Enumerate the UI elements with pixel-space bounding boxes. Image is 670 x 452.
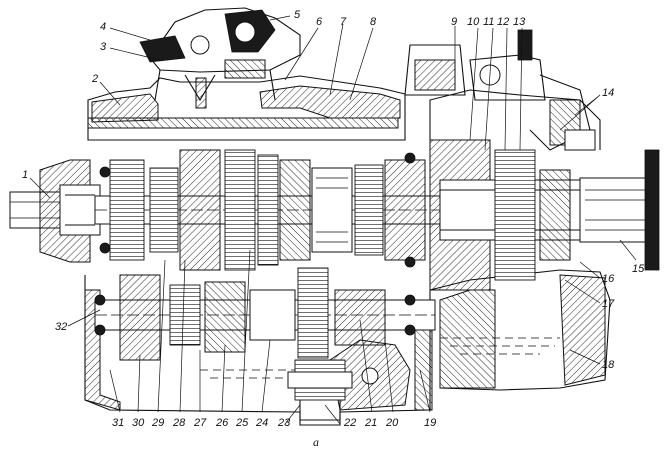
callout-6: 6 (316, 16, 323, 28)
callout-19: 19 (424, 417, 436, 429)
shift-mechanism (139, 7, 301, 109)
callout-1: 1 (22, 169, 28, 181)
figure-caption: а (313, 435, 319, 449)
main-shaft (94, 149, 546, 271)
callout-14: 14 (602, 87, 614, 99)
callout-12: 12 (497, 16, 509, 28)
callout-24: 24 (255, 417, 268, 429)
callout-13: 13 (513, 16, 526, 28)
callout-2: 2 (91, 73, 98, 85)
callout-28: 28 (172, 417, 186, 429)
countershaft (94, 267, 436, 426)
callout-29: 29 (151, 417, 164, 429)
callout-labels: 1 2 3 4 5 6 7 8 9 10 11 12 13 14 15 16 1… (22, 9, 645, 449)
callout-15: 15 (632, 263, 645, 275)
callout-17: 17 (602, 298, 615, 310)
callout-31: 31 (112, 417, 124, 429)
rear-section (404, 29, 660, 291)
callout-23: 23 (277, 417, 291, 429)
callout-10: 10 (467, 16, 480, 28)
callout-25: 25 (235, 417, 249, 429)
callout-22: 22 (343, 417, 356, 429)
callout-7: 7 (340, 16, 347, 28)
callout-11: 11 (483, 16, 494, 28)
callout-3: 3 (100, 41, 107, 53)
callout-9: 9 (451, 16, 457, 28)
callout-16: 16 (602, 273, 615, 285)
callout-27: 27 (193, 417, 207, 429)
input-shaft (9, 159, 101, 263)
callout-5: 5 (294, 9, 301, 21)
callout-32: 32 (55, 321, 67, 333)
callout-21: 21 (364, 417, 377, 429)
callout-26: 26 (215, 417, 229, 429)
callout-8: 8 (370, 16, 377, 28)
callout-18: 18 (602, 359, 615, 371)
callout-4: 4 (100, 21, 106, 33)
leader-lines (29, 15, 637, 425)
callout-30: 30 (132, 417, 145, 429)
callout-20: 20 (385, 417, 399, 429)
